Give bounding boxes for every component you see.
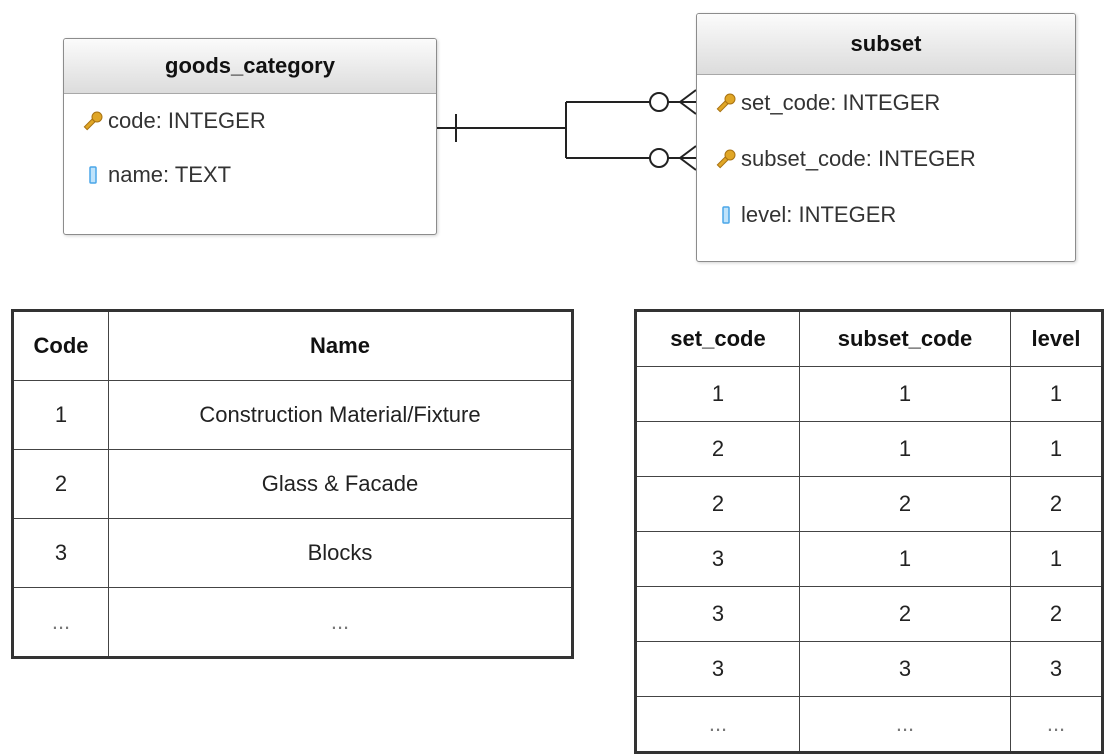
field-label: subset_code: INTEGER xyxy=(741,146,976,171)
table-cell: 1 xyxy=(1010,531,1103,587)
table-cell: 3 xyxy=(799,641,1011,697)
table-cell: Construction Material/Fixture xyxy=(108,380,573,450)
table-row: 3 Blocks xyxy=(12,518,573,588)
table-row: 2 Glass & Facade xyxy=(12,449,573,519)
table-cell: 2 xyxy=(635,476,800,532)
field-label: name: TEXT xyxy=(108,162,232,187)
field-label: code: INTEGER xyxy=(108,108,266,133)
table-row: 1 1 1 xyxy=(635,366,1103,422)
table-cell: ... xyxy=(799,696,1011,753)
subset-table: set_code subset_code level 1 1 1 2 1 1 2… xyxy=(634,309,1104,754)
entity-field-set-code: set_code: INTEGER xyxy=(697,75,1075,131)
table-cell: 1 xyxy=(1010,366,1103,422)
key-icon xyxy=(716,149,736,169)
table-row: 2 2 2 xyxy=(635,476,1103,532)
subset-entity[interactable]: subset set_code: INTEGER subset_code: IN… xyxy=(696,13,1076,262)
entity-title: goods_category xyxy=(64,39,436,94)
table-cell: 1 xyxy=(1010,421,1103,477)
table-cell: Glass & Facade xyxy=(108,449,573,519)
entity-field-level: level: INTEGER xyxy=(697,187,1075,243)
table-cell: 3 xyxy=(635,641,800,697)
column-header-set-code: set_code xyxy=(635,310,800,367)
table-row: 2 1 1 xyxy=(635,421,1103,477)
column-icon xyxy=(722,206,730,224)
key-icon xyxy=(716,93,736,113)
table-cell: 1 xyxy=(799,421,1011,477)
table-cell: 1 xyxy=(799,531,1011,587)
table-cell: 1 xyxy=(635,366,800,422)
entity-title: subset xyxy=(697,14,1075,75)
table-cell: 2 xyxy=(1010,476,1103,532)
table-cell: 3 xyxy=(12,518,109,588)
table-cell: 2 xyxy=(799,476,1011,532)
key-icon xyxy=(83,111,103,131)
column-header-level: level xyxy=(1010,310,1103,367)
column-icon xyxy=(89,166,97,184)
table-header-row: Code Name xyxy=(12,310,573,381)
table-cell: 3 xyxy=(635,586,800,642)
table-cell: ... xyxy=(12,587,109,658)
field-label: level: INTEGER xyxy=(741,202,897,227)
table-cell: 2 xyxy=(799,586,1011,642)
table-cell: 2 xyxy=(1010,586,1103,642)
table-cell: ... xyxy=(635,696,800,753)
table-cell: Blocks xyxy=(108,518,573,588)
goods-category-table: Code Name 1 Construction Material/Fixtur… xyxy=(11,309,574,659)
table-row: ... ... xyxy=(12,587,573,658)
entity-field-code: code: INTEGER xyxy=(64,94,436,148)
table-cell: 3 xyxy=(635,531,800,587)
table-row: 1 Construction Material/Fixture xyxy=(12,380,573,450)
goods-category-entity[interactable]: goods_category code: INTEGER name: TEXT xyxy=(63,38,437,235)
table-row: 3 2 2 xyxy=(635,586,1103,642)
table-cell: 3 xyxy=(1010,641,1103,697)
table-row: 3 3 3 xyxy=(635,641,1103,697)
table-cell: 2 xyxy=(12,449,109,519)
column-header-name: Name xyxy=(108,310,573,381)
table-cell: ... xyxy=(108,587,573,658)
entity-field-subset-code: subset_code: INTEGER xyxy=(697,131,1075,187)
column-header-subset-code: subset_code xyxy=(799,310,1011,367)
column-header-code: Code xyxy=(12,310,109,381)
table-cell: 2 xyxy=(635,421,800,477)
table-row: 3 1 1 xyxy=(635,531,1103,587)
table-cell: 1 xyxy=(12,380,109,450)
table-row: ... ... ... xyxy=(635,696,1103,753)
table-header-row: set_code subset_code level xyxy=(635,310,1103,367)
table-cell: ... xyxy=(1010,696,1103,753)
table-cell: 1 xyxy=(799,366,1011,422)
field-label: set_code: INTEGER xyxy=(741,90,941,115)
entity-field-name: name: TEXT xyxy=(64,148,436,202)
